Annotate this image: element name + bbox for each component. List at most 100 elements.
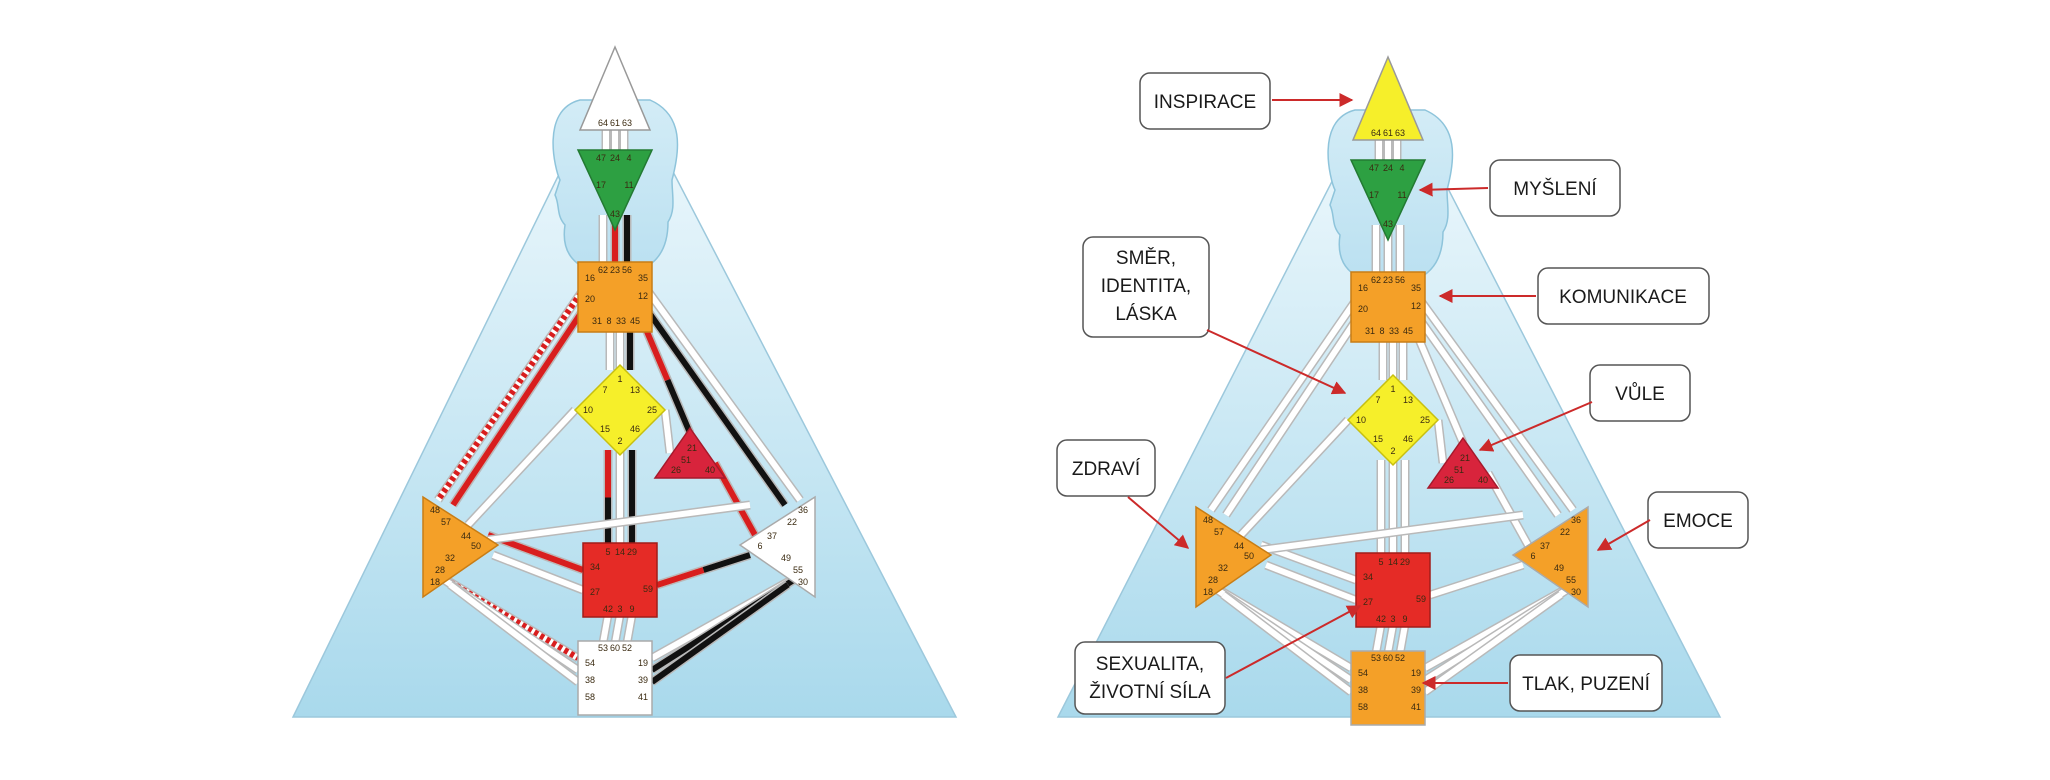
gate-number: 9	[629, 604, 634, 614]
gate-number: 38	[585, 675, 595, 685]
gate-number: 55	[793, 565, 803, 575]
gate-number: 41	[638, 692, 648, 702]
gate-number: 40	[1478, 475, 1488, 485]
gate-number: 6	[757, 541, 762, 551]
callout-zdravi-text: ZDRAVÍ	[1072, 459, 1141, 480]
gate-number: 8	[606, 316, 611, 326]
gate-number: 11	[1397, 190, 1406, 200]
gate-number: 11	[624, 180, 633, 190]
gate-number: 15	[1373, 434, 1383, 444]
gate-number: 53	[1371, 653, 1381, 663]
gate-number: 19	[1411, 668, 1421, 678]
gate-number: 40	[705, 465, 715, 475]
gate-number: 29	[1400, 557, 1410, 567]
gate-number: 32	[1218, 563, 1228, 573]
root-center	[577, 640, 653, 716]
sacral-center	[1355, 552, 1431, 628]
callout-tlak-text: TLAK, PUZENÍ	[1522, 674, 1650, 695]
gate-number: 48	[430, 505, 440, 515]
callout-sexualita: SEXUALITA, ŽIVOTNÍ SÍLA	[1074, 605, 1362, 715]
gate-number: 34	[590, 562, 600, 572]
gate-number: 33	[1389, 326, 1399, 336]
gate-number: 22	[787, 517, 797, 527]
gate-number: 10	[1356, 415, 1366, 425]
gate-number: 27	[590, 587, 600, 597]
gate-number: 17	[596, 180, 606, 190]
gate-number: 4	[1399, 163, 1404, 173]
gate-number: 28	[1208, 575, 1218, 585]
callout-zdravi: ZDRAVÍ	[1056, 439, 1190, 549]
gate-number: 49	[1554, 563, 1564, 573]
gate-number: 63	[622, 118, 632, 128]
root-center	[1350, 650, 1426, 726]
gate-number: 45	[1403, 326, 1413, 336]
callout-smer-text-3: LÁSKA	[1115, 304, 1177, 325]
callout-smer-text-1: SMĚR,	[1116, 247, 1176, 269]
gate-number: 23	[1383, 275, 1393, 285]
spleen-center	[422, 495, 500, 599]
gate-number: 6	[1530, 551, 1535, 561]
gate-number: 55	[1566, 575, 1576, 585]
gate-number: 63	[1395, 128, 1405, 138]
gate-number: 62	[1371, 275, 1381, 285]
callout-emoce: EMOCE	[1596, 491, 1749, 551]
gate-number: 52	[1395, 653, 1405, 663]
gate-number: 43	[610, 209, 620, 219]
gate-number: 38	[1358, 685, 1368, 695]
callout-sexualita-text-1: SEXUALITA,	[1096, 654, 1204, 675]
gate-number: 24	[1383, 163, 1393, 173]
gate-number: 28	[435, 565, 445, 575]
callout-vule-text: VŮLE	[1615, 383, 1665, 405]
gate-number: 15	[600, 424, 610, 434]
ego-center	[1426, 436, 1500, 489]
gate-number: 29	[627, 547, 637, 557]
gate-number: 57	[441, 517, 451, 527]
gate-number: 26	[671, 465, 681, 475]
gate-number: 58	[585, 692, 595, 702]
gate-number: 46	[630, 424, 640, 434]
gate-number: 47	[1369, 163, 1379, 173]
gate-number: 9	[1402, 614, 1407, 624]
gate-number: 31	[592, 316, 602, 326]
solar-plexus-center	[738, 495, 816, 599]
gate-number: 7	[1375, 395, 1380, 405]
gate-number: 64	[1371, 128, 1381, 138]
gate-number: 4	[626, 153, 631, 163]
callout-mysleni: MYŠLENÍ	[1418, 159, 1621, 217]
gate-number: 39	[1411, 685, 1421, 695]
callout-komunikace-text: KOMUNIKACE	[1559, 287, 1687, 308]
gate-number: 33	[616, 316, 626, 326]
gate-number: 51	[1454, 465, 1464, 475]
gate-number: 20	[585, 294, 595, 304]
gate-number: 16	[585, 273, 595, 283]
gate-number: 5	[605, 547, 610, 557]
g-center	[573, 363, 667, 457]
gate-number: 60	[1383, 653, 1393, 663]
gate-number: 32	[445, 553, 455, 563]
gate-number: 7	[602, 385, 607, 395]
gate-number: 27	[1363, 597, 1373, 607]
gate-number: 42	[603, 604, 613, 614]
gate-number: 2	[1390, 446, 1395, 456]
gate-number: 48	[1203, 515, 1213, 525]
callout-sexualita-text-2: ŽIVOTNÍ SÍLA	[1089, 681, 1211, 703]
solar-plexus-center	[1511, 505, 1589, 609]
gate-number: 8	[1379, 326, 1384, 336]
callout-smer-text-2: IDENTITA,	[1101, 276, 1191, 297]
gate-number: 13	[630, 385, 640, 395]
gate-number: 49	[781, 553, 791, 563]
g-center	[1346, 373, 1440, 467]
gate-number: 23	[610, 265, 620, 275]
gate-number: 14	[615, 547, 625, 557]
callout-emoce-text: EMOCE	[1663, 511, 1733, 532]
gate-number: 35	[638, 273, 648, 283]
gate-number: 37	[767, 531, 777, 541]
gate-number: 20	[1358, 304, 1368, 314]
ego-center	[653, 426, 727, 479]
gate-number: 10	[583, 405, 593, 415]
head-center	[1351, 55, 1425, 141]
gate-number: 41	[1411, 702, 1421, 712]
